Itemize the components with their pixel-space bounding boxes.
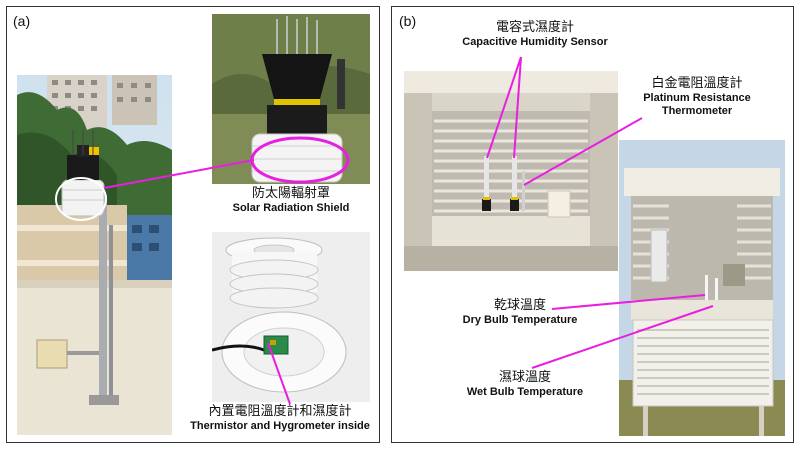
caption-capacitive-humidity-sensor: 電容式濕度計 Capacitive Humidity Sensor [462, 20, 608, 48]
caption-platinum-resistance-thermometer: 白金電阻溫度計 Platinum Resistance Thermometer [643, 76, 751, 117]
panel-a-label: (a) [13, 13, 31, 29]
caption-thermistor-hygrometer: 內置電阻溫度計和濕度計 Thermistor and Hygrometer in… [190, 404, 370, 432]
photo-shield-opened [212, 232, 370, 402]
panel-b-label: (b) [399, 13, 417, 29]
photo-shield-closeup [212, 14, 370, 184]
caption-dry-bulb-temperature: 乾球溫度 Dry Bulb Temperature [462, 298, 578, 326]
photo-stevenson-screen-front [619, 140, 785, 436]
caption-solar-radiation-shield: 防太陽輻射罩 Solar Radiation Shield [232, 186, 350, 214]
photo-mast-rooftop [17, 75, 172, 435]
caption-wet-bulb-temperature: 濕球溫度 Wet Bulb Temperature [466, 370, 584, 398]
photo-stevenson-screen-open [404, 71, 618, 271]
